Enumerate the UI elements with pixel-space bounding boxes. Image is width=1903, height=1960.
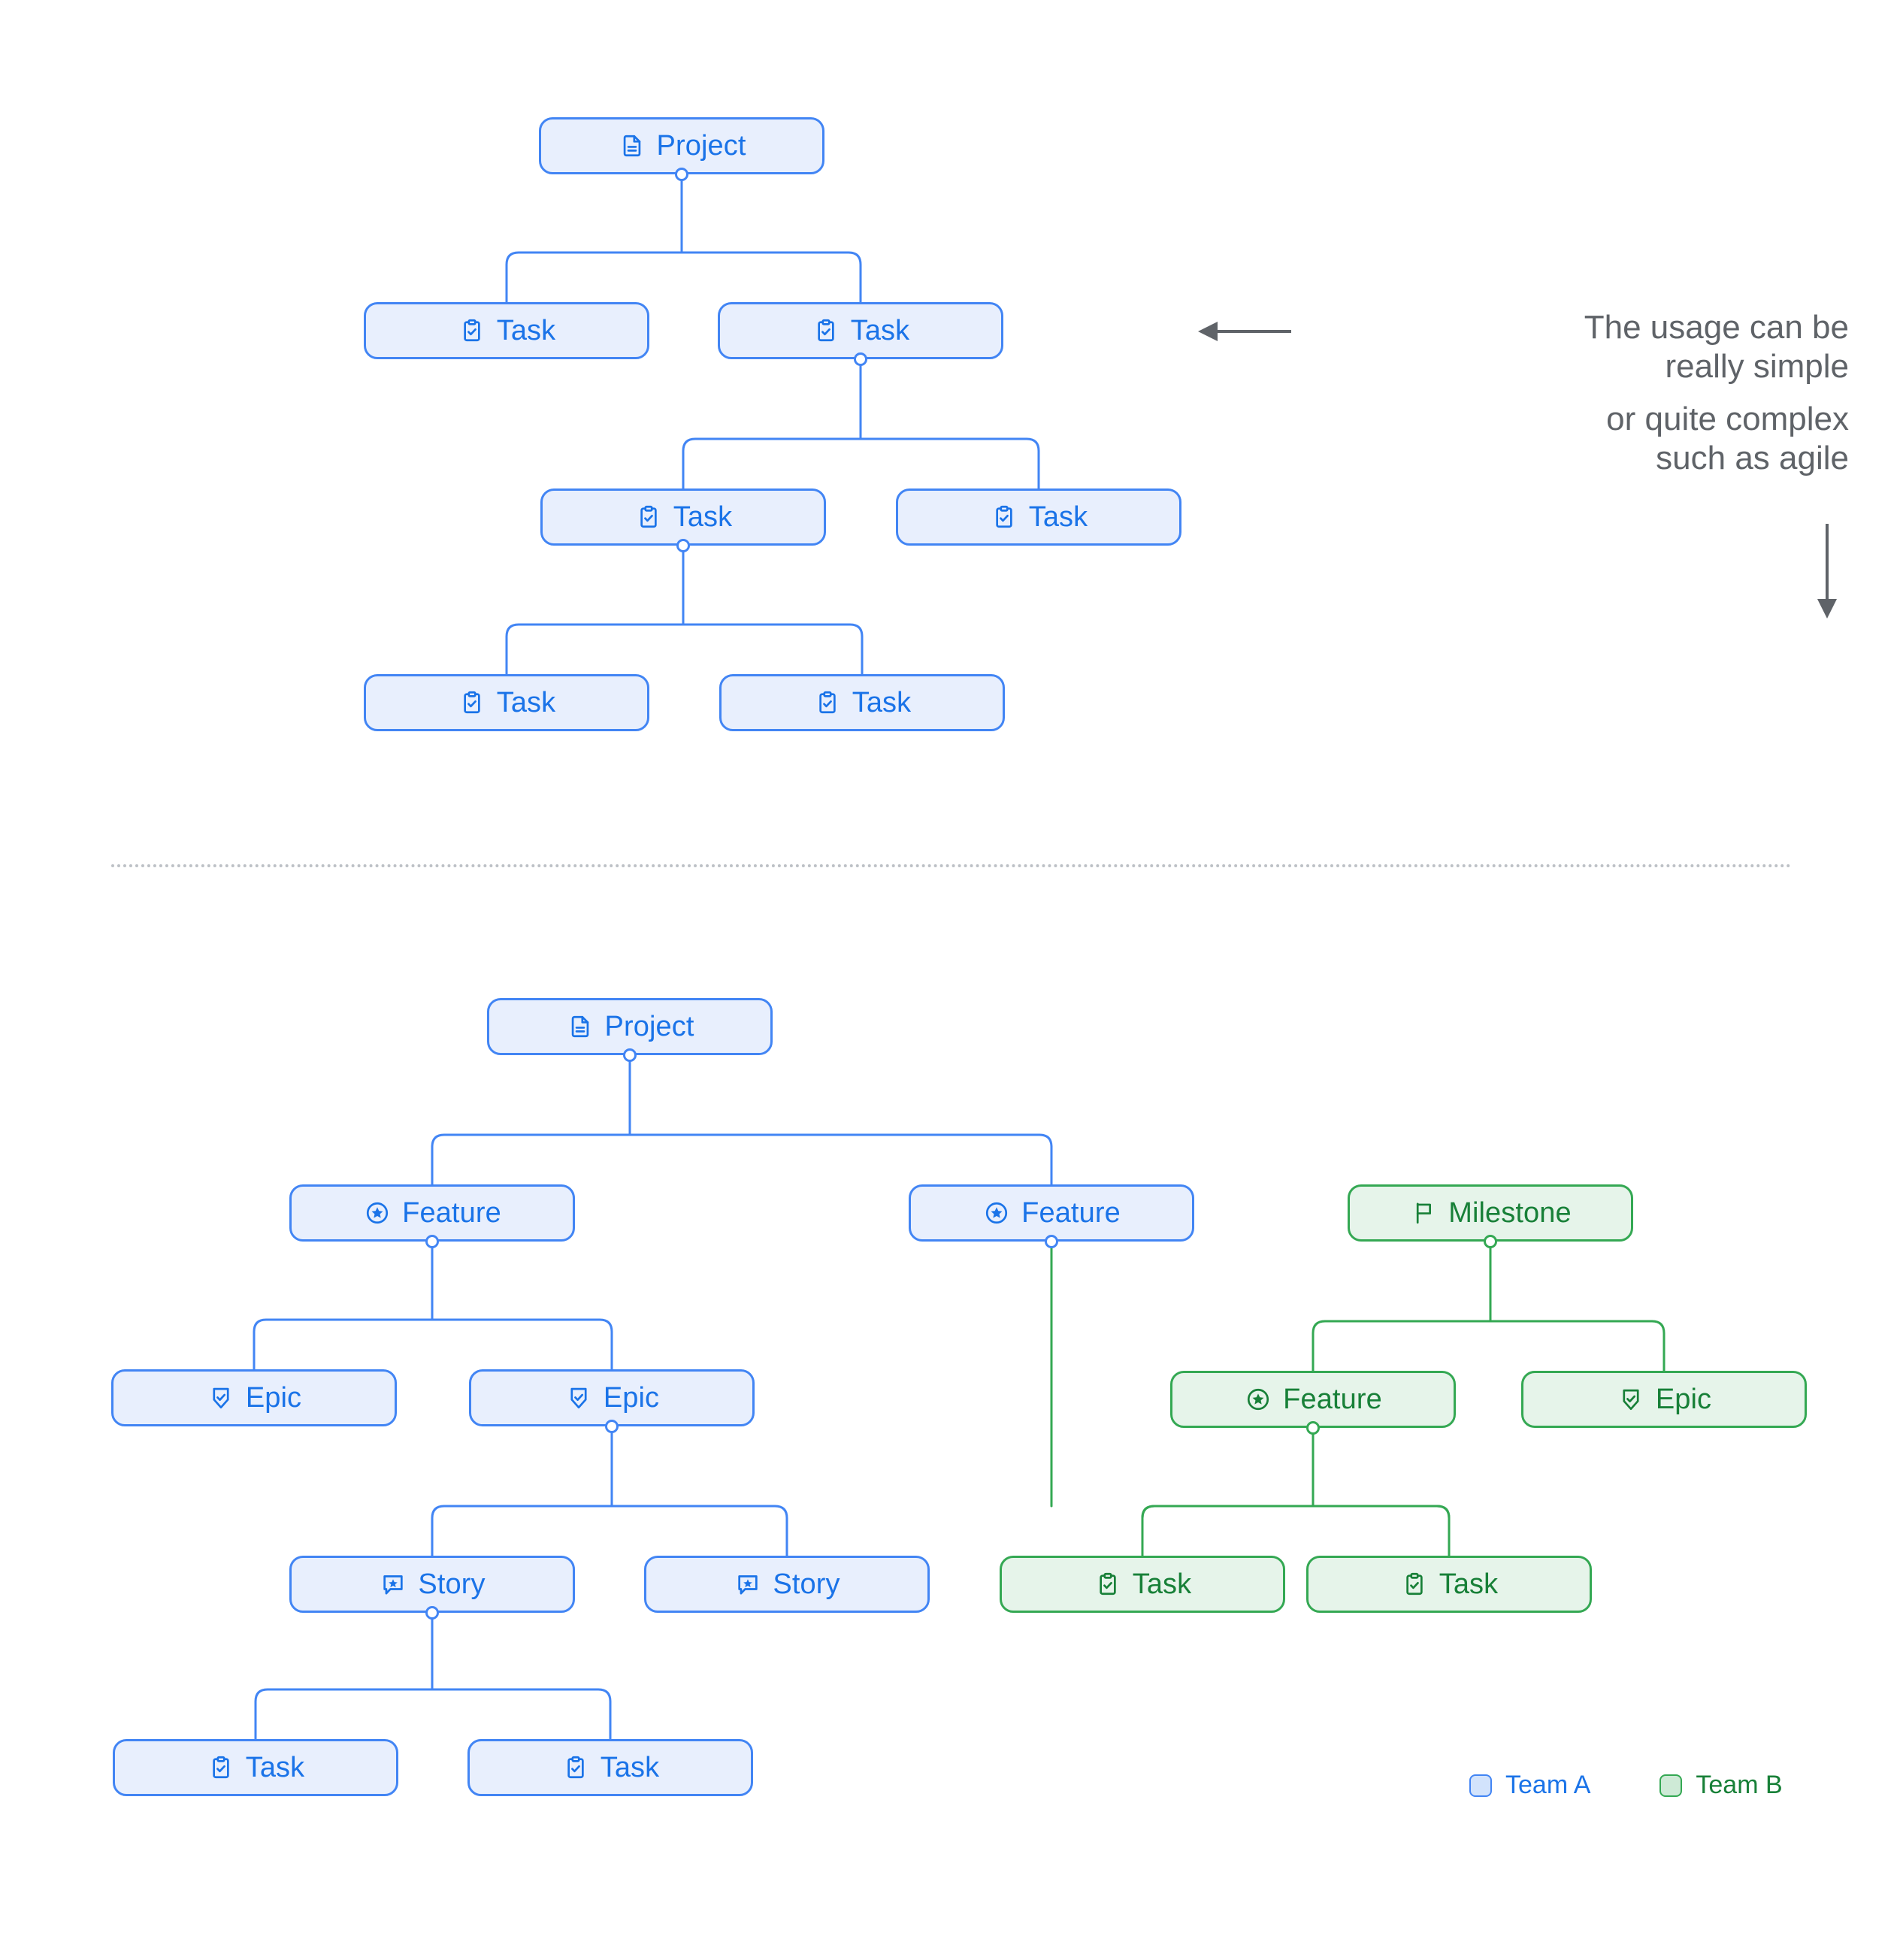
node-label: Task [245, 1752, 305, 1783]
node-task[interactable]: Task [467, 1739, 753, 1796]
node-label: Epic [245, 1382, 302, 1414]
chat-star-icon [734, 1570, 762, 1599]
usage-annotation: The usage can be really simple or quite … [1198, 308, 1849, 619]
connector-bus [505, 251, 862, 304]
node-label: Story [418, 1568, 486, 1600]
node-label: Feature [1283, 1384, 1382, 1415]
node-label: Epic [1655, 1384, 1712, 1415]
clipboard-check-icon [813, 688, 842, 717]
node-label: Feature [402, 1197, 501, 1229]
document-icon [566, 1012, 594, 1041]
node-story[interactable]: Story [289, 1556, 575, 1613]
node-port [1306, 1421, 1320, 1435]
clipboard-check-icon [812, 316, 840, 345]
node-port [623, 1048, 637, 1062]
annotation-line-4: such as agile [1656, 439, 1849, 476]
clipboard-check-icon [1094, 1570, 1122, 1599]
node-task[interactable]: Task [113, 1739, 398, 1796]
node-task[interactable]: Task [1306, 1556, 1592, 1613]
connector-bus [431, 1505, 788, 1557]
node-label: Feature [1021, 1197, 1121, 1229]
node-task[interactable]: Task [364, 302, 649, 359]
node-port [425, 1606, 439, 1620]
node-project[interactable]: Project [539, 117, 824, 174]
clipboard-check-icon [207, 1753, 235, 1782]
annotation-line-1: The usage can be [1584, 309, 1849, 346]
node-task[interactable]: Task [364, 674, 649, 731]
connector-bus [1141, 1505, 1451, 1557]
legend-swatch-blue [1469, 1774, 1492, 1797]
node-task[interactable]: Task [540, 488, 826, 546]
legend-item-team-a[interactable]: Team A [1469, 1771, 1590, 1800]
node-port [854, 352, 867, 366]
node-story[interactable]: Story [644, 1556, 930, 1613]
node-port [1045, 1235, 1058, 1248]
node-project[interactable]: Project [487, 998, 773, 1055]
legend-swatch-green [1659, 1774, 1683, 1797]
chat-star-icon [379, 1570, 407, 1599]
node-port [1484, 1235, 1497, 1248]
node-label: Epic [603, 1382, 660, 1414]
node-label: Project [604, 1011, 694, 1042]
star-circle-icon [1244, 1385, 1272, 1414]
team-legend: Team A Team B [1469, 1771, 1783, 1800]
annotation-line-3: or quite complex [1606, 400, 1849, 437]
node-label: Story [773, 1568, 840, 1600]
node-label: Task [600, 1752, 660, 1783]
node-label: Task [673, 501, 733, 533]
node-label: Task [1028, 501, 1088, 533]
node-port [675, 168, 688, 181]
arrow-down-icon [1817, 524, 1837, 619]
connector-bus [254, 1688, 612, 1741]
shield-check-icon [564, 1384, 593, 1412]
connector-bus [1312, 1320, 1666, 1372]
node-task[interactable]: Task [896, 488, 1181, 546]
node-label: Task [496, 315, 556, 346]
node-port [605, 1420, 619, 1433]
node-feature[interactable]: Feature [289, 1184, 575, 1242]
legend-label-team-a: Team A [1505, 1771, 1591, 1799]
clipboard-check-icon [634, 503, 663, 531]
connector-bus [1141, 1505, 1451, 1557]
node-label: Project [656, 130, 746, 162]
clipboard-check-icon [1400, 1570, 1429, 1599]
legend-label-team-b: Team B [1696, 1771, 1783, 1799]
node-label: Task [1439, 1568, 1499, 1600]
node-milestone[interactable]: Milestone [1348, 1184, 1633, 1242]
connector-bus [505, 623, 864, 676]
shield-check-icon [1617, 1385, 1645, 1414]
node-label: Task [496, 687, 556, 718]
node-label: Milestone [1448, 1197, 1572, 1229]
node-task[interactable]: Task [718, 302, 1003, 359]
connector-bus [253, 1318, 613, 1371]
node-port [676, 539, 690, 552]
node-label: Task [850, 315, 910, 346]
document-icon [618, 132, 646, 160]
node-epic[interactable]: Epic [1521, 1371, 1807, 1428]
node-label: Task [1132, 1568, 1192, 1600]
node-label: Task [852, 687, 912, 718]
clipboard-check-icon [458, 316, 486, 345]
arrow-left-icon [1198, 322, 1291, 341]
clipboard-check-icon [458, 688, 486, 717]
node-epic[interactable]: Epic [469, 1369, 755, 1426]
node-feature[interactable]: Feature [909, 1184, 1194, 1242]
shield-check-icon [207, 1384, 235, 1412]
annotation-line-2: really simple [1665, 347, 1849, 385]
section-divider [111, 864, 1792, 867]
connector-bus [431, 1133, 1053, 1186]
connector-bus [682, 437, 1040, 490]
node-feature[interactable]: Feature [1170, 1371, 1456, 1428]
clipboard-check-icon [561, 1753, 590, 1782]
star-circle-icon [363, 1199, 392, 1227]
node-port [425, 1235, 439, 1248]
star-circle-icon [982, 1199, 1011, 1227]
clipboard-check-icon [990, 503, 1018, 531]
legend-item-team-b[interactable]: Team B [1659, 1771, 1783, 1800]
flag-icon [1409, 1199, 1438, 1227]
node-task[interactable]: Task [1000, 1556, 1285, 1613]
node-task[interactable]: Task [719, 674, 1005, 731]
node-epic[interactable]: Epic [111, 1369, 397, 1426]
